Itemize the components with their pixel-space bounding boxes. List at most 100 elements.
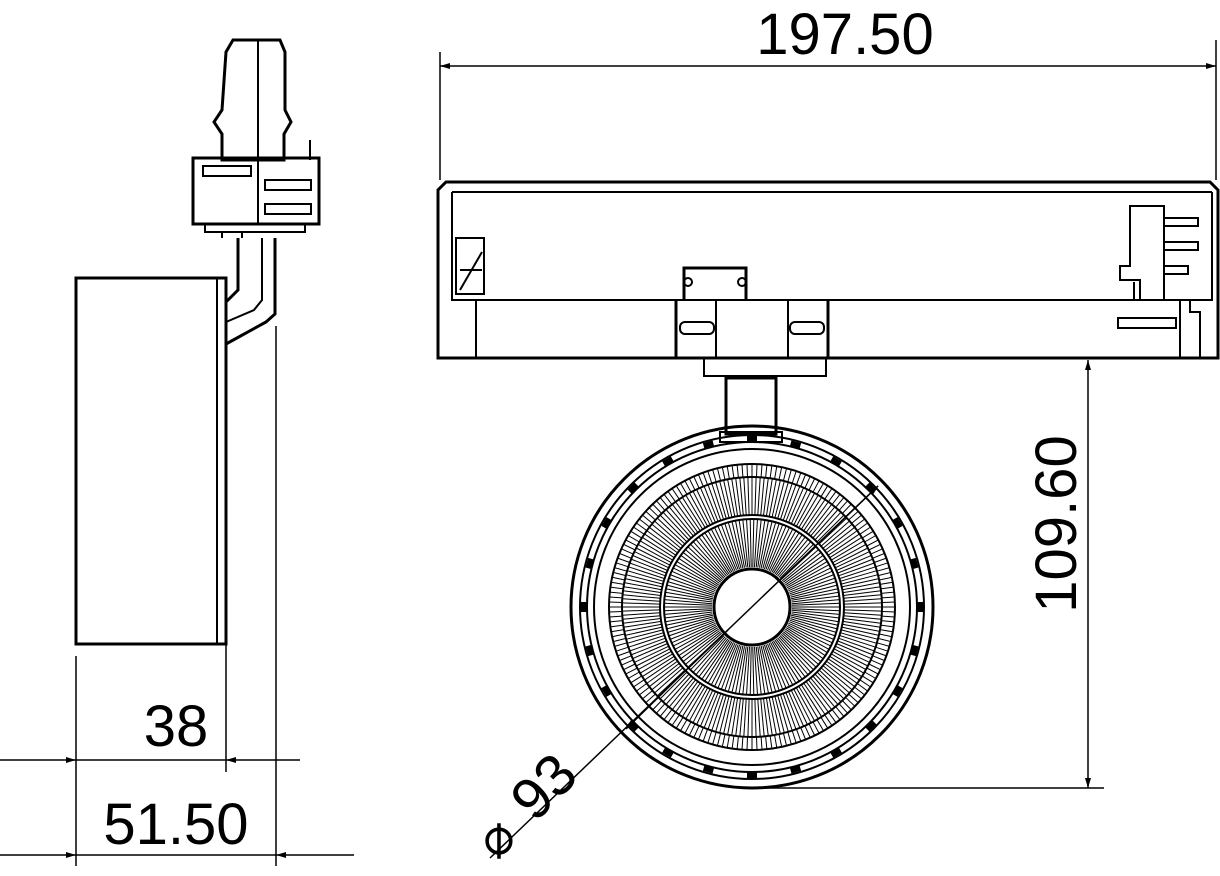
fin-line: [702, 472, 708, 485]
fin-line: [685, 549, 723, 582]
fin-line: [765, 697, 773, 736]
fin-line: [663, 493, 673, 505]
fin-line: [678, 682, 701, 715]
fin-line: [765, 464, 768, 478]
fin-line: [642, 514, 653, 524]
fin-line: [820, 520, 850, 547]
fin-line: [870, 548, 883, 555]
fin-line: [827, 658, 860, 681]
fin-line: [780, 634, 817, 668]
fin-line: [614, 642, 628, 647]
fin-line: [838, 637, 875, 652]
fin-line: [770, 642, 794, 686]
fin-line: [630, 558, 667, 574]
fin-line: [693, 725, 700, 738]
fin-line: [759, 520, 769, 568]
fin-line: [791, 599, 840, 605]
fin-line: [755, 646, 762, 695]
fin-line: [667, 491, 677, 503]
fin-line: [805, 501, 829, 533]
fin-line: [816, 514, 845, 543]
fin-line: [790, 581, 837, 596]
fin-line: [671, 679, 696, 711]
fin-line: [763, 698, 769, 737]
fin-line: [738, 646, 747, 695]
fin-line: [881, 591, 895, 594]
fin-line: [782, 693, 797, 730]
fin-line: [738, 519, 747, 568]
fin-line: [788, 570, 833, 592]
fin-line: [721, 466, 726, 480]
fin-line: [774, 695, 785, 734]
fin-line: [765, 478, 773, 517]
fin-line: [769, 735, 773, 749]
fin-line: [789, 577, 836, 595]
fin-line: [760, 736, 763, 750]
fin-line: [699, 691, 716, 727]
fin-line: [791, 595, 840, 603]
fin-line: [785, 627, 828, 654]
fin-line: [779, 543, 814, 579]
fin-line: [637, 650, 672, 671]
fin-line: [731, 735, 735, 749]
fin-line: [731, 478, 739, 517]
fin-line: [614, 567, 628, 572]
fin-line: [622, 612, 661, 616]
fin-line: [790, 489, 808, 525]
fin-line: [651, 665, 682, 691]
fin-line: [731, 521, 744, 569]
fin-line: [680, 554, 720, 584]
fin-line: [854, 686, 866, 696]
fin-line: [670, 621, 715, 640]
fin-line: [754, 477, 757, 516]
fin-line: [763, 477, 769, 516]
fin-line: [803, 682, 826, 715]
fin-line: [778, 466, 783, 480]
fin-line: [668, 677, 694, 708]
ring-tab: [662, 747, 674, 758]
fin-line: [879, 633, 893, 638]
fin-line: [648, 663, 680, 688]
fin-line: [786, 625, 830, 650]
fin-line: [710, 642, 734, 686]
fin-line: [682, 631, 722, 663]
fin-line: [842, 582, 880, 591]
ring-tab: [830, 747, 842, 758]
fin-line: [788, 487, 805, 523]
fin-line: [868, 663, 881, 671]
fin-line: [641, 536, 675, 559]
fin-line: [695, 637, 727, 676]
fin-line: [762, 522, 777, 569]
fin-line: [707, 530, 733, 573]
fin-line: [648, 526, 680, 551]
fin-line: [879, 581, 893, 585]
fin-line: [741, 464, 744, 478]
fin-line: [791, 591, 839, 601]
fin-line: [747, 477, 750, 516]
track-adapter-housing: [436, 180, 1220, 377]
fin-line: [856, 522, 868, 532]
fin-line: [770, 528, 794, 572]
fin-line: [675, 681, 699, 713]
fin-line: [818, 669, 848, 697]
fin-line: [625, 539, 638, 547]
fin-line: [638, 518, 650, 528]
fin-line: [796, 472, 802, 485]
fin-line: [624, 626, 663, 636]
fin-line: [859, 526, 871, 535]
fin-line: [723, 479, 733, 518]
fin-line: [835, 706, 845, 717]
fin-line: [771, 696, 781, 735]
fin-line: [808, 723, 816, 736]
fin-line: [782, 732, 788, 746]
fin-line: [841, 626, 880, 636]
fin-line: [610, 624, 624, 628]
fin-line: [788, 622, 833, 644]
dim-label-51-50: 51.50: [103, 792, 248, 857]
fin-line: [816, 482, 824, 495]
dim-label-197-50: 197.50: [756, 2, 933, 67]
fin-line: [861, 530, 874, 539]
fin-line: [812, 675, 839, 705]
fin-line: [824, 526, 856, 551]
ring-tab: [702, 765, 715, 774]
